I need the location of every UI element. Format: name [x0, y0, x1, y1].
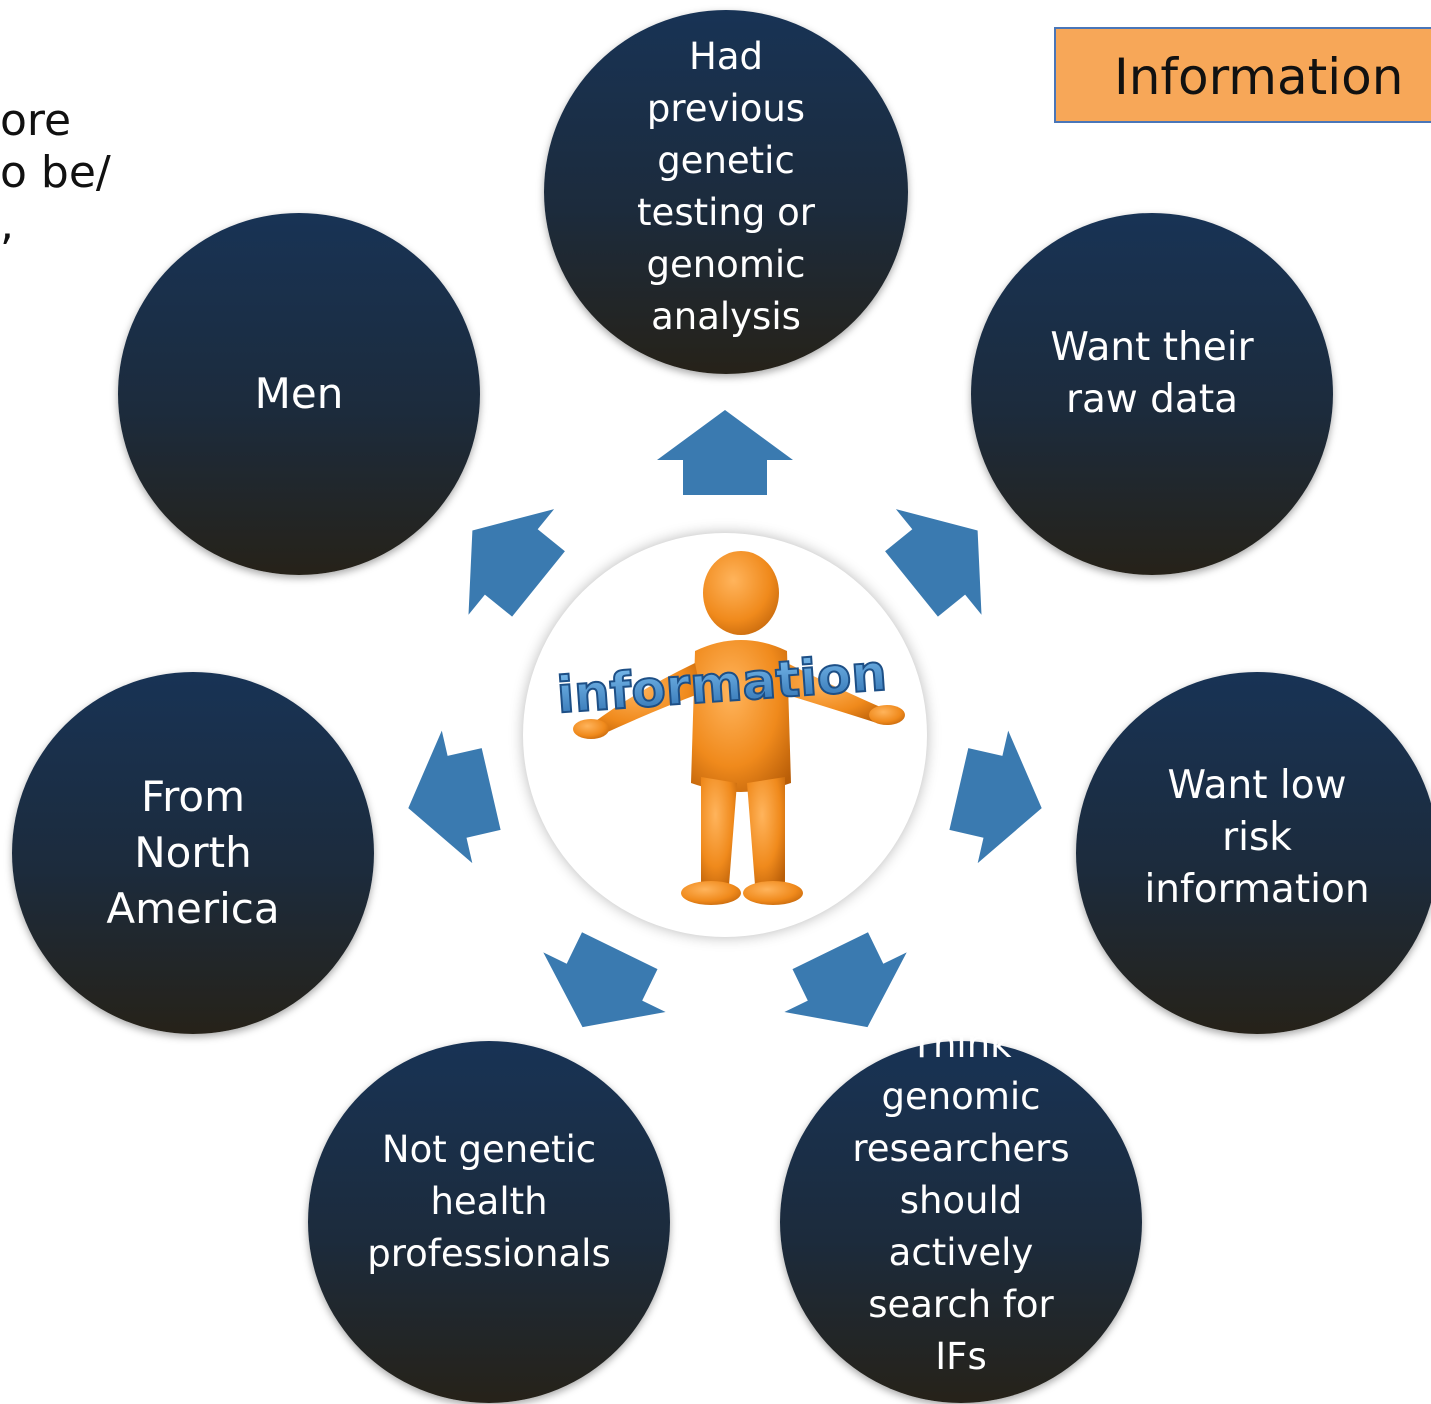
node-not-professionals: Not genetic health professionals [308, 1041, 670, 1403]
arrow-to-north-america [408, 730, 501, 864]
node-previous-testing: Had previous genetic testing or genomic … [544, 10, 908, 374]
arrow-to-low-risk [949, 730, 1042, 864]
arrow-to-not-professionals [543, 932, 666, 1028]
node-north-america: From North America [12, 672, 374, 1034]
node-raw-data: Want their raw data [971, 213, 1333, 575]
node-actively-search: Think genomic researchers should activel… [780, 1023, 1142, 1403]
information-label-box: Information [1054, 27, 1431, 123]
person-holding-word-illustration: information [554, 551, 905, 905]
node-low-risk: Want low risk information [1076, 672, 1431, 1034]
node-men: Men [118, 213, 480, 575]
arrow-to-men [468, 509, 565, 617]
arrow-to-actively-search [784, 932, 907, 1028]
arrow-to-previous-testing [657, 410, 793, 495]
center-word: information [555, 644, 889, 725]
center-information-figure: information [523, 533, 927, 937]
arrow-to-raw-data [885, 509, 982, 617]
cut-off-side-text: ore o be/ , [0, 95, 111, 250]
